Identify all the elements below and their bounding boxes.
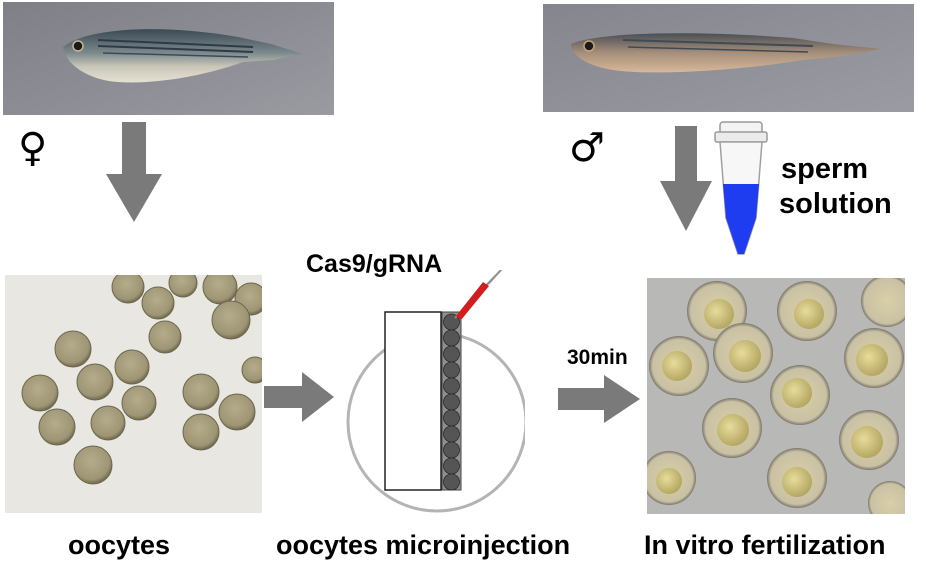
- fertilization-label: In vitro fertilization: [644, 530, 886, 560]
- oocytes-photo: [5, 275, 262, 513]
- down-arrow-icon: [106, 122, 162, 222]
- microinjection-label: oocytes microinjection: [276, 530, 571, 560]
- microinjection-schematic: [346, 270, 525, 513]
- sperm-label: sperm: [781, 153, 869, 185]
- microcentrifuge-tube-icon: [714, 121, 768, 255]
- oocytes-label: oocytes: [68, 530, 171, 560]
- down-arrow-icon: [660, 126, 712, 231]
- injection-needle-icon: [454, 270, 503, 320]
- cas9-grna-label: Cas9/gRNA: [306, 250, 443, 278]
- right-arrow-icon: [264, 372, 334, 422]
- solution-label: solution: [779, 188, 892, 220]
- right-arrow-icon: [558, 375, 640, 423]
- holding-slide: [384, 311, 442, 491]
- male-symbol: ♂: [569, 125, 605, 171]
- female-zebrafish-photo: [3, 2, 334, 115]
- male-zebrafish-photo: [543, 4, 914, 112]
- female-symbol: ♀: [18, 125, 48, 171]
- time-label: 30min: [567, 346, 628, 369]
- embryos-photo: [647, 278, 905, 514]
